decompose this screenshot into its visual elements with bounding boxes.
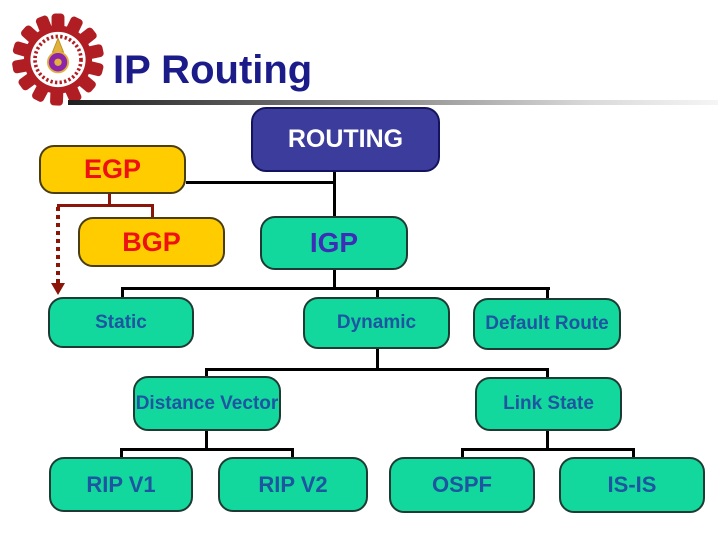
down-arrow-icon — [51, 283, 65, 295]
egp-static-dashed-line — [56, 207, 60, 283]
node-igp-label: IGP — [309, 227, 359, 258]
connector-drop-isis — [632, 448, 635, 458]
node-dynamic: Dynamic — [303, 297, 450, 349]
connector-link-state-down — [546, 431, 549, 450]
connector-drop-distance-vector — [205, 368, 208, 378]
node-rip-v1-label: RIP V1 — [86, 471, 156, 497]
node-link-state: Link State — [475, 377, 622, 431]
connector-egp-routing — [186, 181, 336, 184]
node-routing-label: ROUTING — [287, 125, 404, 153]
connector-igp-children-rail — [121, 287, 550, 290]
connector-drop-bgp — [151, 204, 154, 218]
university-logo-icon — [12, 13, 104, 106]
connector-drop-rip-v1 — [120, 448, 123, 458]
node-default-route: Default Route — [473, 298, 621, 350]
connector-drop-dynamic — [376, 287, 379, 298]
connector-dynamic-children-rail — [205, 368, 549, 371]
connector-drop-ospf — [461, 448, 464, 458]
node-isis: IS-IS — [559, 457, 705, 513]
node-bgp-label: BGP — [122, 226, 181, 257]
node-distance-vector-label: Distance Vector — [135, 392, 279, 414]
title-underline — [68, 100, 718, 105]
node-egp-label: EGP — [83, 154, 142, 184]
connector-dynamic-down — [376, 349, 379, 370]
node-igp: IGP — [260, 216, 408, 270]
node-static-label: Static — [95, 311, 147, 333]
connector-egp-down — [108, 193, 111, 207]
connector-igp-down — [333, 270, 336, 289]
node-rip-v2: RIP V2 — [218, 457, 368, 512]
node-isis-label: IS-IS — [607, 472, 657, 497]
node-ospf: OSPF — [389, 457, 535, 513]
connector-rip-rail — [120, 448, 294, 451]
node-rip-v2-label: RIP V2 — [258, 471, 328, 497]
node-static: Static — [48, 297, 194, 348]
connector-egp-rail — [57, 204, 154, 207]
node-routing: ROUTING — [251, 107, 440, 172]
connector-routing-igp — [333, 172, 336, 218]
node-link-state-label: Link State — [503, 393, 594, 414]
node-bgp: BGP — [78, 217, 225, 267]
node-distance-vector: Distance Vector — [133, 376, 281, 431]
page-title: IP Routing — [113, 48, 313, 92]
connector-drop-default-route — [546, 287, 549, 299]
node-egp: EGP — [39, 145, 186, 194]
connector-ospf-rail — [461, 448, 635, 451]
connector-drop-rip-v2 — [291, 448, 294, 458]
node-default-route-label: Default Route — [485, 313, 609, 334]
connector-distance-vector-down — [205, 431, 208, 450]
connector-drop-link-state — [546, 368, 549, 379]
connector-drop-static — [121, 287, 124, 298]
node-rip-v1: RIP V1 — [49, 457, 193, 512]
node-ospf-label: OSPF — [432, 472, 492, 497]
node-dynamic-label: Dynamic — [336, 312, 417, 333]
